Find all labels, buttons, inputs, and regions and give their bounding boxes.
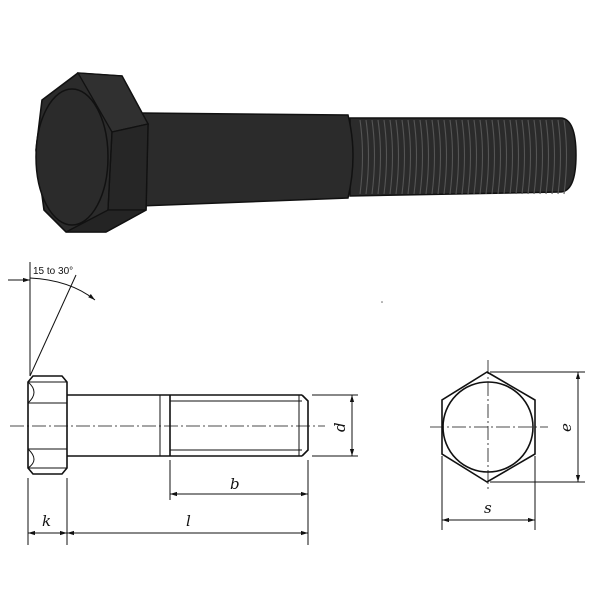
thread-ridge	[533, 119, 538, 195]
thread-ridge	[401, 119, 406, 195]
thread-ridge	[365, 119, 370, 195]
thread-ridge	[509, 119, 514, 195]
thread-ridge	[377, 119, 382, 195]
thread-ridge	[395, 119, 400, 195]
bolt-shank	[139, 112, 354, 207]
thread-ridge	[545, 119, 550, 195]
thread-ridge	[485, 119, 490, 195]
thread-ridge	[539, 119, 544, 195]
bolt-side-view: 15 to 30° k l b d	[8, 262, 358, 545]
thread-ridge	[425, 119, 430, 195]
thread-ridge	[413, 119, 418, 195]
bolt-end-view: s e	[430, 360, 585, 530]
thread-ridge	[449, 119, 454, 195]
thread-ridge	[515, 119, 520, 195]
thread-ridge	[455, 119, 460, 195]
thread-ridge	[407, 119, 412, 195]
thread-ridge	[431, 119, 436, 195]
thread-ridge	[419, 119, 424, 195]
speck	[381, 301, 383, 303]
angle-label: 15 to 30°	[33, 266, 73, 277]
thread-ridge	[557, 119, 562, 195]
thread-ridge	[359, 119, 364, 195]
dimension-s-label: s	[484, 499, 492, 517]
thread-ridge	[491, 119, 496, 195]
thread-ridge	[551, 119, 556, 195]
dimension-e-label: e	[557, 423, 575, 432]
thread-ridge	[521, 119, 526, 195]
dimension-d-label: d	[331, 422, 349, 432]
dimension-k-label: k	[42, 512, 51, 530]
thread-ridge	[389, 119, 394, 195]
dimension-l-label: l	[186, 512, 191, 530]
thread-ridge	[479, 119, 484, 195]
thread-ridge	[437, 119, 442, 195]
thread-ridge	[383, 119, 388, 195]
bolt-3d-illustration	[35, 72, 577, 233]
thread-ridge	[503, 119, 508, 195]
thread-ridge	[443, 119, 448, 195]
dimension-b-label: b	[230, 475, 240, 493]
thread-ridge	[371, 119, 376, 195]
thread-ridge	[497, 119, 502, 195]
thread-ridge	[467, 119, 472, 195]
thread-ridge	[527, 119, 532, 195]
bolt-hex-head	[35, 72, 149, 233]
bolt-thread	[349, 117, 577, 197]
thread-ridge	[461, 119, 466, 195]
thread-ridge	[473, 119, 478, 195]
thread-ridge	[563, 119, 568, 195]
